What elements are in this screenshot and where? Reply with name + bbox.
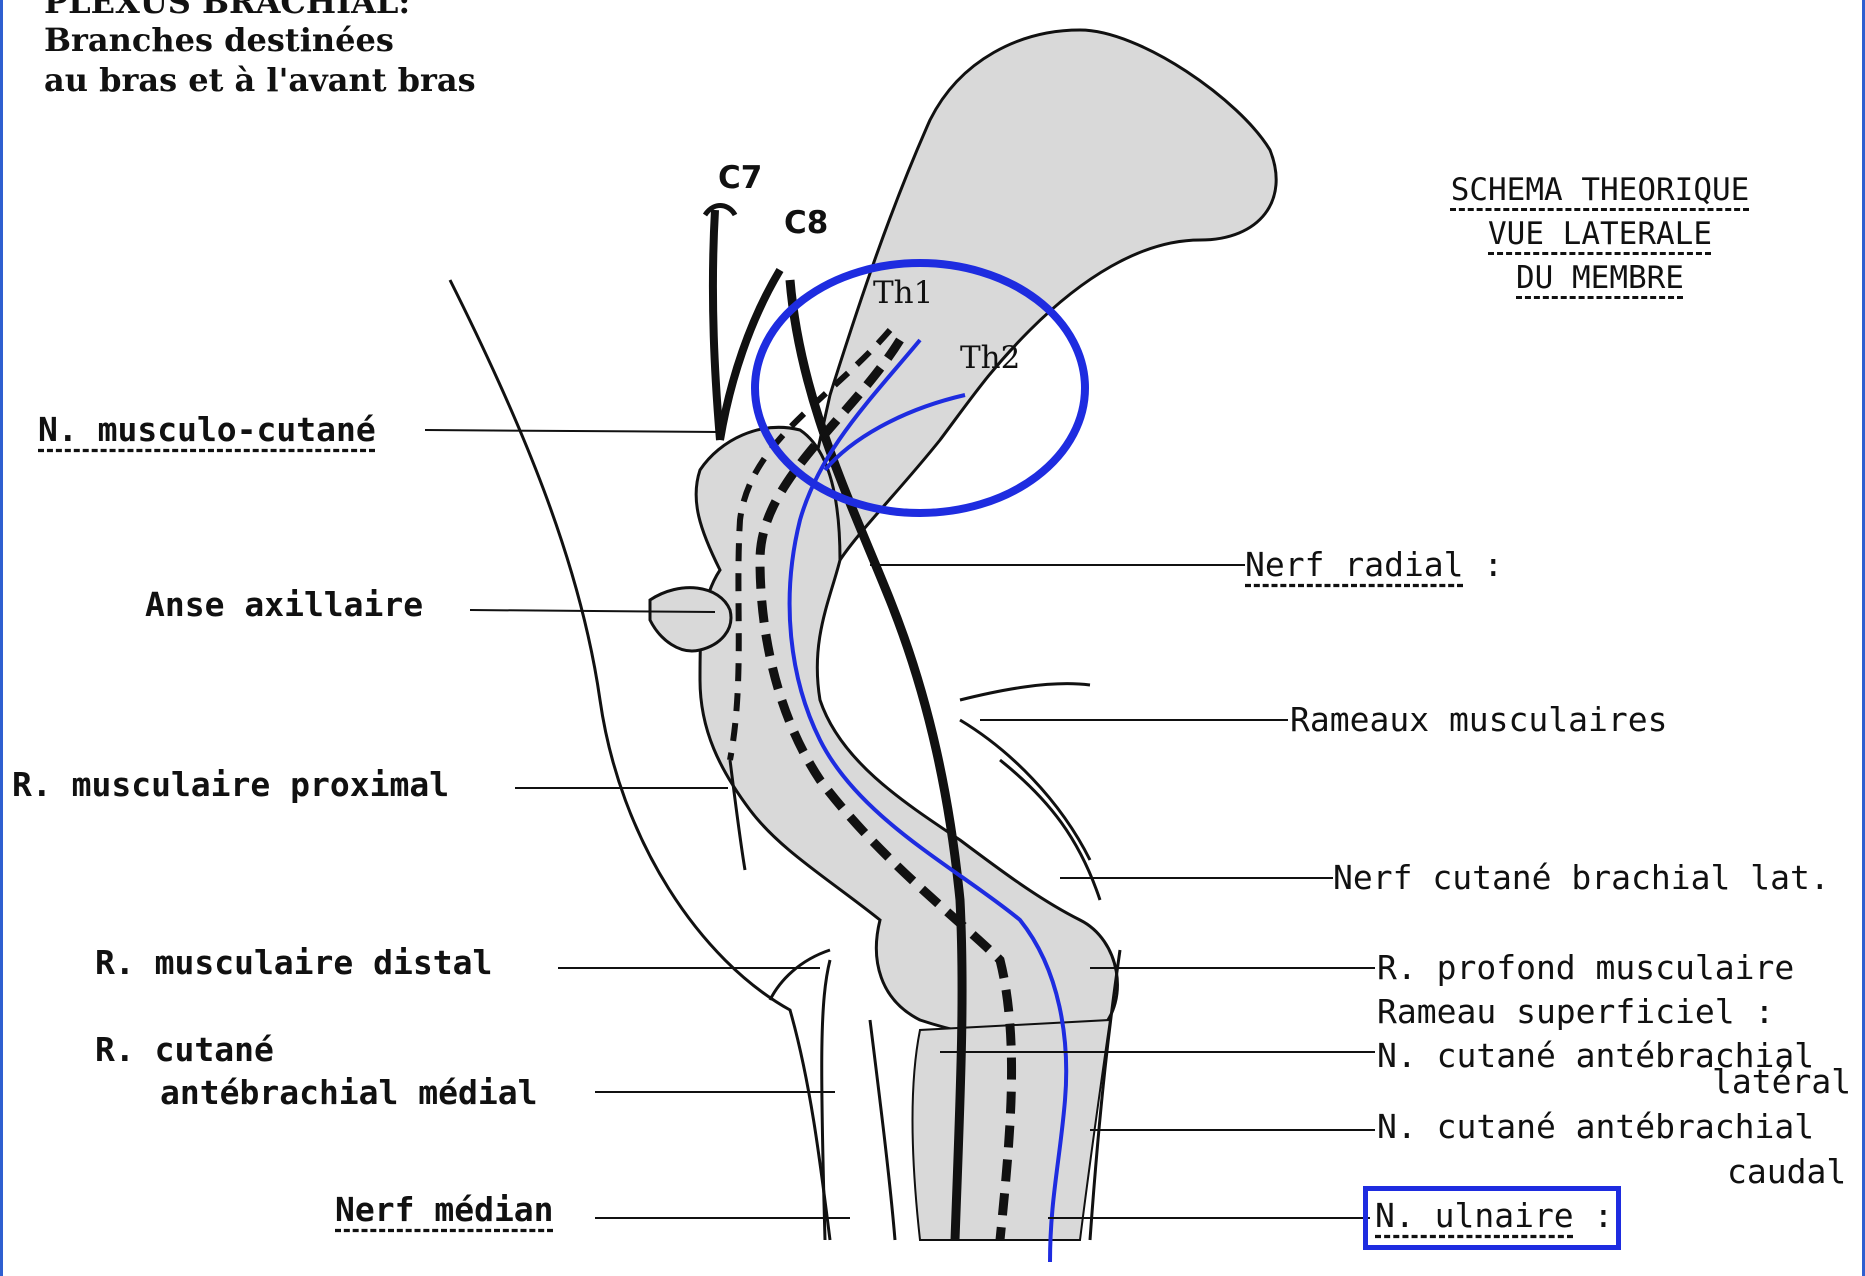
label-r-musculaire-proximal: R. musculaire proximal bbox=[12, 765, 449, 805]
label-musculo-cutane: N. musculo-cutané bbox=[38, 410, 376, 450]
label-r-cutane-line1: R. cutané bbox=[95, 1030, 274, 1070]
root-th2: Th2 bbox=[960, 340, 1020, 376]
leader-musculo-cutane bbox=[425, 430, 720, 432]
root-c8: C8 bbox=[784, 205, 828, 241]
label-rameaux-musculaires: Rameaux musculaires bbox=[1290, 700, 1668, 740]
label-nerf-radial-suffix: : bbox=[1464, 545, 1504, 584]
c8-root bbox=[720, 270, 780, 440]
label-n-cutane-lateral-2: latéral bbox=[1712, 1062, 1851, 1102]
label-n-cutane-caudal-2: caudal bbox=[1727, 1152, 1846, 1192]
label-nerf-cutane-brachial: Nerf cutané brachial lat. bbox=[1333, 858, 1830, 898]
c7-root bbox=[713, 210, 720, 440]
label-r-cutane-line2: antébrachial médial bbox=[160, 1073, 538, 1113]
root-th1: Th1 bbox=[873, 275, 933, 311]
label-nerf-median: Nerf médian bbox=[335, 1190, 554, 1230]
elbow-shape bbox=[650, 588, 731, 651]
label-r-musculaire-distal: R. musculaire distal bbox=[95, 943, 492, 983]
root-c7: C7 bbox=[718, 160, 762, 196]
label-nerf-radial-row: Nerf radial : bbox=[1245, 545, 1503, 585]
label-nerf-radial: Nerf radial bbox=[1245, 545, 1464, 584]
label-n-ulnaire: N. ulnaire bbox=[1375, 1196, 1574, 1235]
label-n-cutane-caudal-1: N. cutané antébrachial bbox=[1377, 1107, 1814, 1147]
label-r-profond: R. profond musculaire bbox=[1377, 948, 1794, 988]
c7-hook bbox=[705, 206, 735, 215]
scapula-shape bbox=[800, 30, 1276, 560]
label-rameau-superficiel: Rameau superficiel : bbox=[1377, 992, 1774, 1032]
label-anse-axillaire: Anse axillaire bbox=[145, 585, 423, 625]
humerus-shape bbox=[696, 427, 1117, 1041]
label-n-ulnaire-row: N. ulnaire : bbox=[1375, 1196, 1613, 1236]
label-n-ulnaire-suffix: : bbox=[1574, 1196, 1614, 1235]
distal-branches bbox=[770, 950, 895, 1240]
